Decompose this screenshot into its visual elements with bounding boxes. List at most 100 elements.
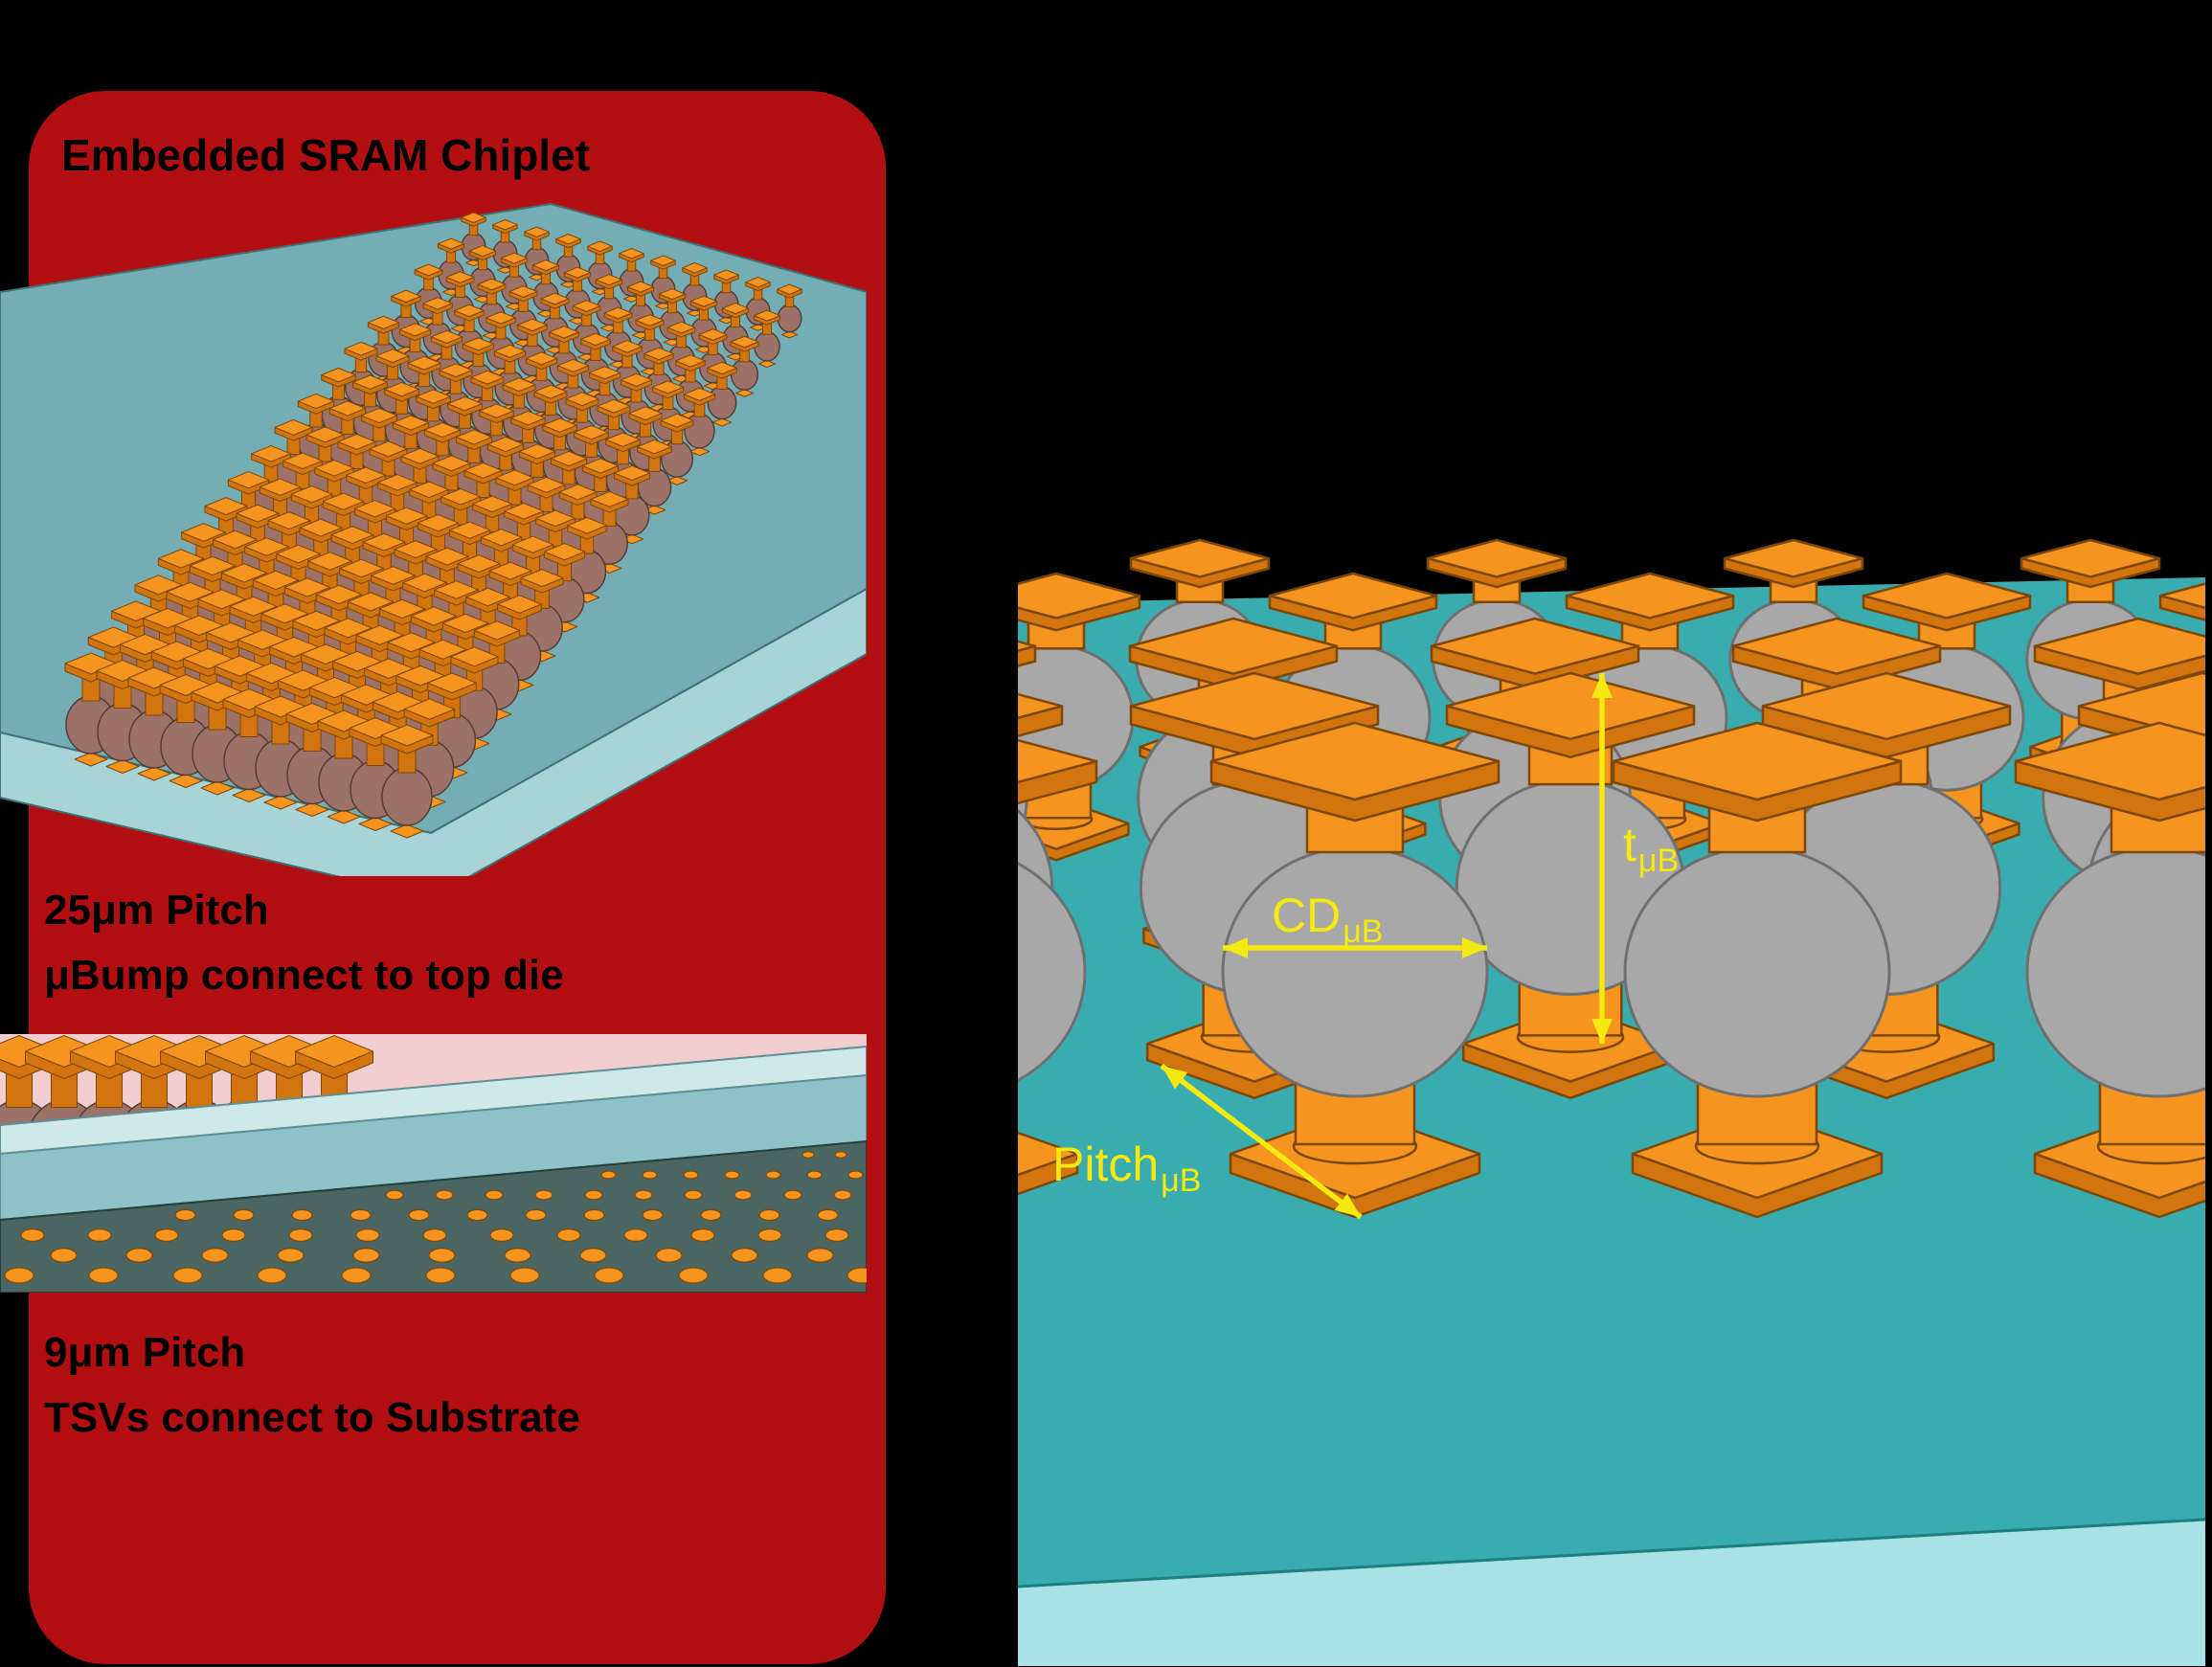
tsv-via (724, 1170, 740, 1180)
die-microbump (520, 569, 564, 663)
pitch-ub-text: Pitch (1052, 1138, 1160, 1191)
tsv-via (20, 1228, 45, 1243)
t-ub-sub: μB (1637, 843, 1680, 879)
tsv-via (221, 1228, 246, 1243)
tsv-via (655, 1248, 683, 1263)
panel-title: Embedded SRAM Chiplet (61, 130, 591, 180)
die-microbump (380, 724, 434, 839)
tsv-via (834, 1151, 847, 1159)
tsv-via (579, 1248, 607, 1263)
die-microbump (637, 439, 672, 515)
tsv-via (731, 1248, 758, 1263)
tsv-via (425, 1267, 456, 1284)
pitch-ub-sub: μB (1161, 1162, 1202, 1199)
die-microbump (707, 361, 737, 427)
microbump (1018, 738, 1098, 1196)
die-microbump (730, 335, 759, 397)
t-ub-annotation: tμB (1623, 817, 1679, 879)
microbump-geometry-figure: CDμB tμB PitchμB (1018, 522, 2205, 1666)
tsv-via (504, 1248, 531, 1263)
tsv-via (690, 1228, 715, 1243)
tsv-via (88, 1267, 119, 1284)
tsv-cross-section-illustration (0, 1034, 867, 1293)
tsv-array (4, 1151, 867, 1284)
tsv-via (291, 1208, 313, 1222)
microbump (1612, 721, 1903, 1219)
tsv-via (600, 1170, 617, 1180)
tsv-via (683, 1170, 699, 1180)
microbump (2014, 721, 2205, 1219)
t-measure-arrow (1591, 673, 1613, 1044)
tsv-via (684, 1189, 703, 1201)
tsv-via (485, 1189, 504, 1201)
die-microbump (753, 309, 781, 369)
tsv-via (583, 1208, 605, 1222)
tsv-via (758, 1208, 780, 1222)
tsv-pitch-caption: 9μm Pitch TSVs connect to Substrate (44, 1320, 580, 1451)
tsv-via (525, 1208, 547, 1222)
tsv-via (341, 1267, 372, 1284)
tsv-via (634, 1189, 653, 1201)
tsv-via (50, 1248, 78, 1263)
tsv-via (87, 1228, 112, 1243)
tsv-via (765, 1170, 781, 1180)
tsv-via (833, 1189, 852, 1201)
tsv-via (385, 1189, 404, 1201)
tsv-connect-line: TSVs connect to Substrate (44, 1394, 580, 1442)
tsv-via (352, 1248, 380, 1263)
tsv-via (556, 1228, 581, 1243)
tsv-via (408, 1208, 430, 1222)
die-microbump (660, 413, 694, 485)
tsv-via (4, 1267, 34, 1284)
tsv-via (757, 1228, 782, 1243)
tsv-via (642, 1170, 658, 1180)
cd-ub-sub: μB (1343, 913, 1384, 950)
die-microbump (445, 271, 475, 333)
tsv-via (201, 1248, 229, 1263)
microbump (1209, 721, 1501, 1219)
tsv-via (489, 1228, 514, 1243)
tsv-via (847, 1170, 864, 1180)
tsv-via (783, 1189, 802, 1201)
tsv-via (824, 1228, 849, 1243)
tsv-via (846, 1267, 867, 1284)
tsv-via (277, 1248, 305, 1263)
sram-die-bump-array-illustration (0, 203, 867, 876)
tsv-via (435, 1189, 454, 1201)
pitch-measure-arrow (1160, 1063, 1363, 1220)
tsv-via (422, 1228, 447, 1243)
tsv-via (594, 1267, 624, 1284)
tsv-via (466, 1208, 488, 1222)
tsv-pitch-line: 9μm Pitch (44, 1329, 246, 1376)
tsv-via (355, 1228, 380, 1243)
ubump-connect-line: μBump connect to top die (44, 952, 564, 1000)
tsv-via (584, 1189, 603, 1201)
tsv-via (174, 1208, 196, 1222)
tsv-via (350, 1208, 372, 1222)
t-ub-text: t (1623, 818, 1636, 871)
tsv-via (734, 1189, 753, 1201)
tsv-via (428, 1248, 456, 1263)
tsv-via (642, 1208, 664, 1222)
tsv-via (623, 1228, 648, 1243)
tsv-via (806, 1170, 823, 1180)
tsv-via (534, 1189, 553, 1201)
tsv-via (678, 1267, 709, 1284)
cd-ub-annotation: CDμB (1272, 888, 1384, 950)
tsv-via (288, 1228, 313, 1243)
die-microbump (524, 226, 550, 282)
tsv-via (172, 1267, 203, 1284)
cd-measure-arrow (1223, 937, 1487, 958)
tsv-via (233, 1208, 255, 1222)
cd-ub-text: CD (1272, 889, 1342, 942)
tsv-via (801, 1151, 815, 1159)
tsv-via (806, 1248, 834, 1263)
ubump-pitch-line: 25μm Pitch (44, 887, 269, 934)
pitch-ub-annotation: PitchμB (1052, 1137, 1201, 1199)
tsv-via (125, 1248, 153, 1263)
tsv-via (257, 1267, 287, 1284)
ubump-pitch-caption: 25μm Pitch μBump connect to top die (44, 878, 564, 1008)
tsv-via (509, 1267, 540, 1284)
tsv-via (154, 1228, 179, 1243)
